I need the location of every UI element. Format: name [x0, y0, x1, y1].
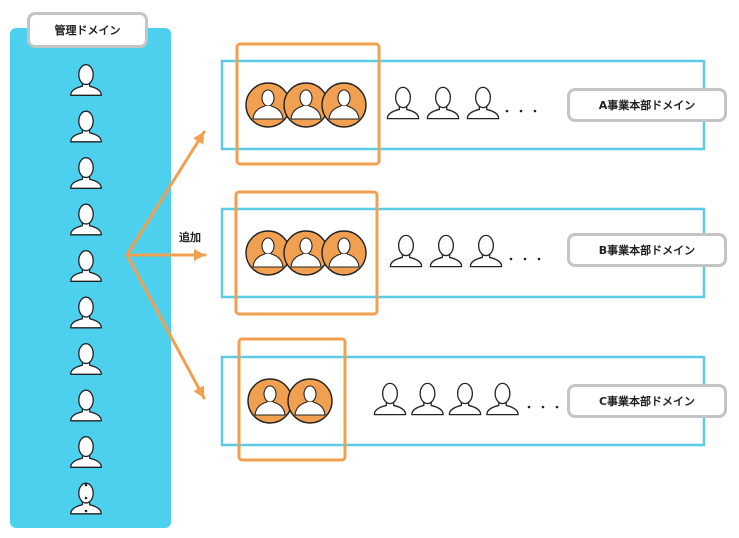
domain-label-b: B事業本部ドメイン	[567, 233, 727, 267]
user-icon	[70, 296, 102, 329]
domain-label-a: A事業本部ドメイン	[567, 88, 727, 122]
dot	[84, 496, 88, 500]
domain-c	[220, 337, 706, 462]
ellipsis-dot	[533, 109, 537, 113]
user-icon	[70, 343, 102, 375]
ellipsis-dot	[509, 257, 513, 261]
ellipsis-dot	[523, 257, 527, 261]
user-icon	[70, 110, 102, 143]
add-arrows	[125, 130, 207, 400]
selection-highlight	[234, 190, 379, 316]
domain-list	[220, 42, 706, 462]
user-circle-icon	[321, 230, 367, 276]
domain-b	[220, 190, 706, 316]
user-circle-icon	[247, 378, 293, 424]
user-circle-icon	[245, 230, 291, 276]
user-circle-icon	[321, 82, 367, 128]
user-circle-icon	[287, 378, 333, 424]
dot	[84, 509, 88, 513]
user-icon	[70, 436, 102, 468]
user-outline-icon	[411, 382, 444, 416]
user-icon	[70, 250, 102, 282]
domain-a	[220, 42, 706, 166]
user-outline-icon	[389, 234, 423, 268]
admin-more-dots	[84, 483, 88, 513]
user-icon	[70, 389, 102, 422]
add-label: 追加	[179, 231, 201, 244]
user-outline-icon	[486, 382, 519, 416]
arrow-icon	[125, 249, 207, 261]
user-circle-icon	[245, 82, 291, 128]
admin-title: 管理ドメイン	[27, 12, 148, 48]
user-icon	[70, 203, 102, 236]
arrow-icon	[125, 253, 206, 400]
user-circle-icon	[283, 82, 329, 128]
ellipsis-dot	[541, 405, 545, 409]
user-outline-icon	[386, 86, 420, 120]
ellipsis-dot	[505, 109, 509, 113]
ellipsis-dot	[527, 405, 531, 409]
ellipsis-dot	[519, 109, 523, 113]
user-circle-icon	[283, 230, 329, 276]
user-icon	[70, 157, 102, 189]
user-outline-icon	[426, 86, 460, 120]
ellipsis-dot	[555, 405, 559, 409]
user-outline-icon	[466, 86, 500, 120]
dot	[84, 483, 88, 487]
user-icon	[70, 64, 102, 96]
selection-highlight	[235, 42, 381, 166]
domain-label-c: C事業本部ドメイン	[567, 384, 727, 418]
user-outline-icon	[469, 234, 503, 268]
user-outline-icon	[429, 234, 463, 268]
user-outline-icon	[448, 382, 482, 416]
user-outline-icon	[373, 382, 407, 416]
ellipsis-dot	[537, 257, 541, 261]
arrow-icon	[125, 130, 206, 257]
selection-highlight	[237, 337, 347, 462]
